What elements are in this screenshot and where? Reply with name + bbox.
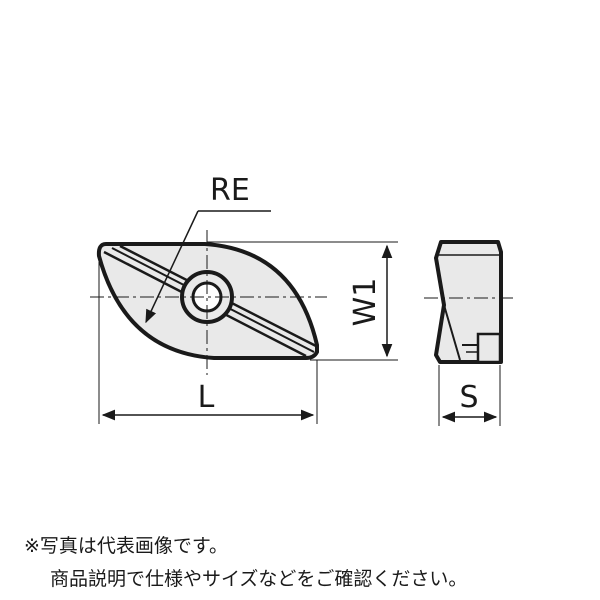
insert-front-view	[90, 230, 327, 375]
w1-dimension: W1	[207, 241, 398, 361]
l-label: L	[198, 380, 215, 415]
representative-image-note: ※写真は代表画像です。	[24, 535, 229, 557]
check-specifications-note: 商品説明で仕様やサイズなどをご確認ください。	[50, 568, 468, 590]
re-dimension: RE	[145, 173, 271, 324]
re-label: RE	[210, 173, 250, 208]
w1-label: W1	[348, 278, 383, 327]
s-label: S	[459, 380, 478, 415]
insert-side-view	[424, 240, 514, 364]
l-dimension: L	[98, 262, 318, 424]
insert-dimension-drawing: RE W1 L S	[90, 173, 514, 426]
s-dimension: S	[438, 365, 501, 426]
